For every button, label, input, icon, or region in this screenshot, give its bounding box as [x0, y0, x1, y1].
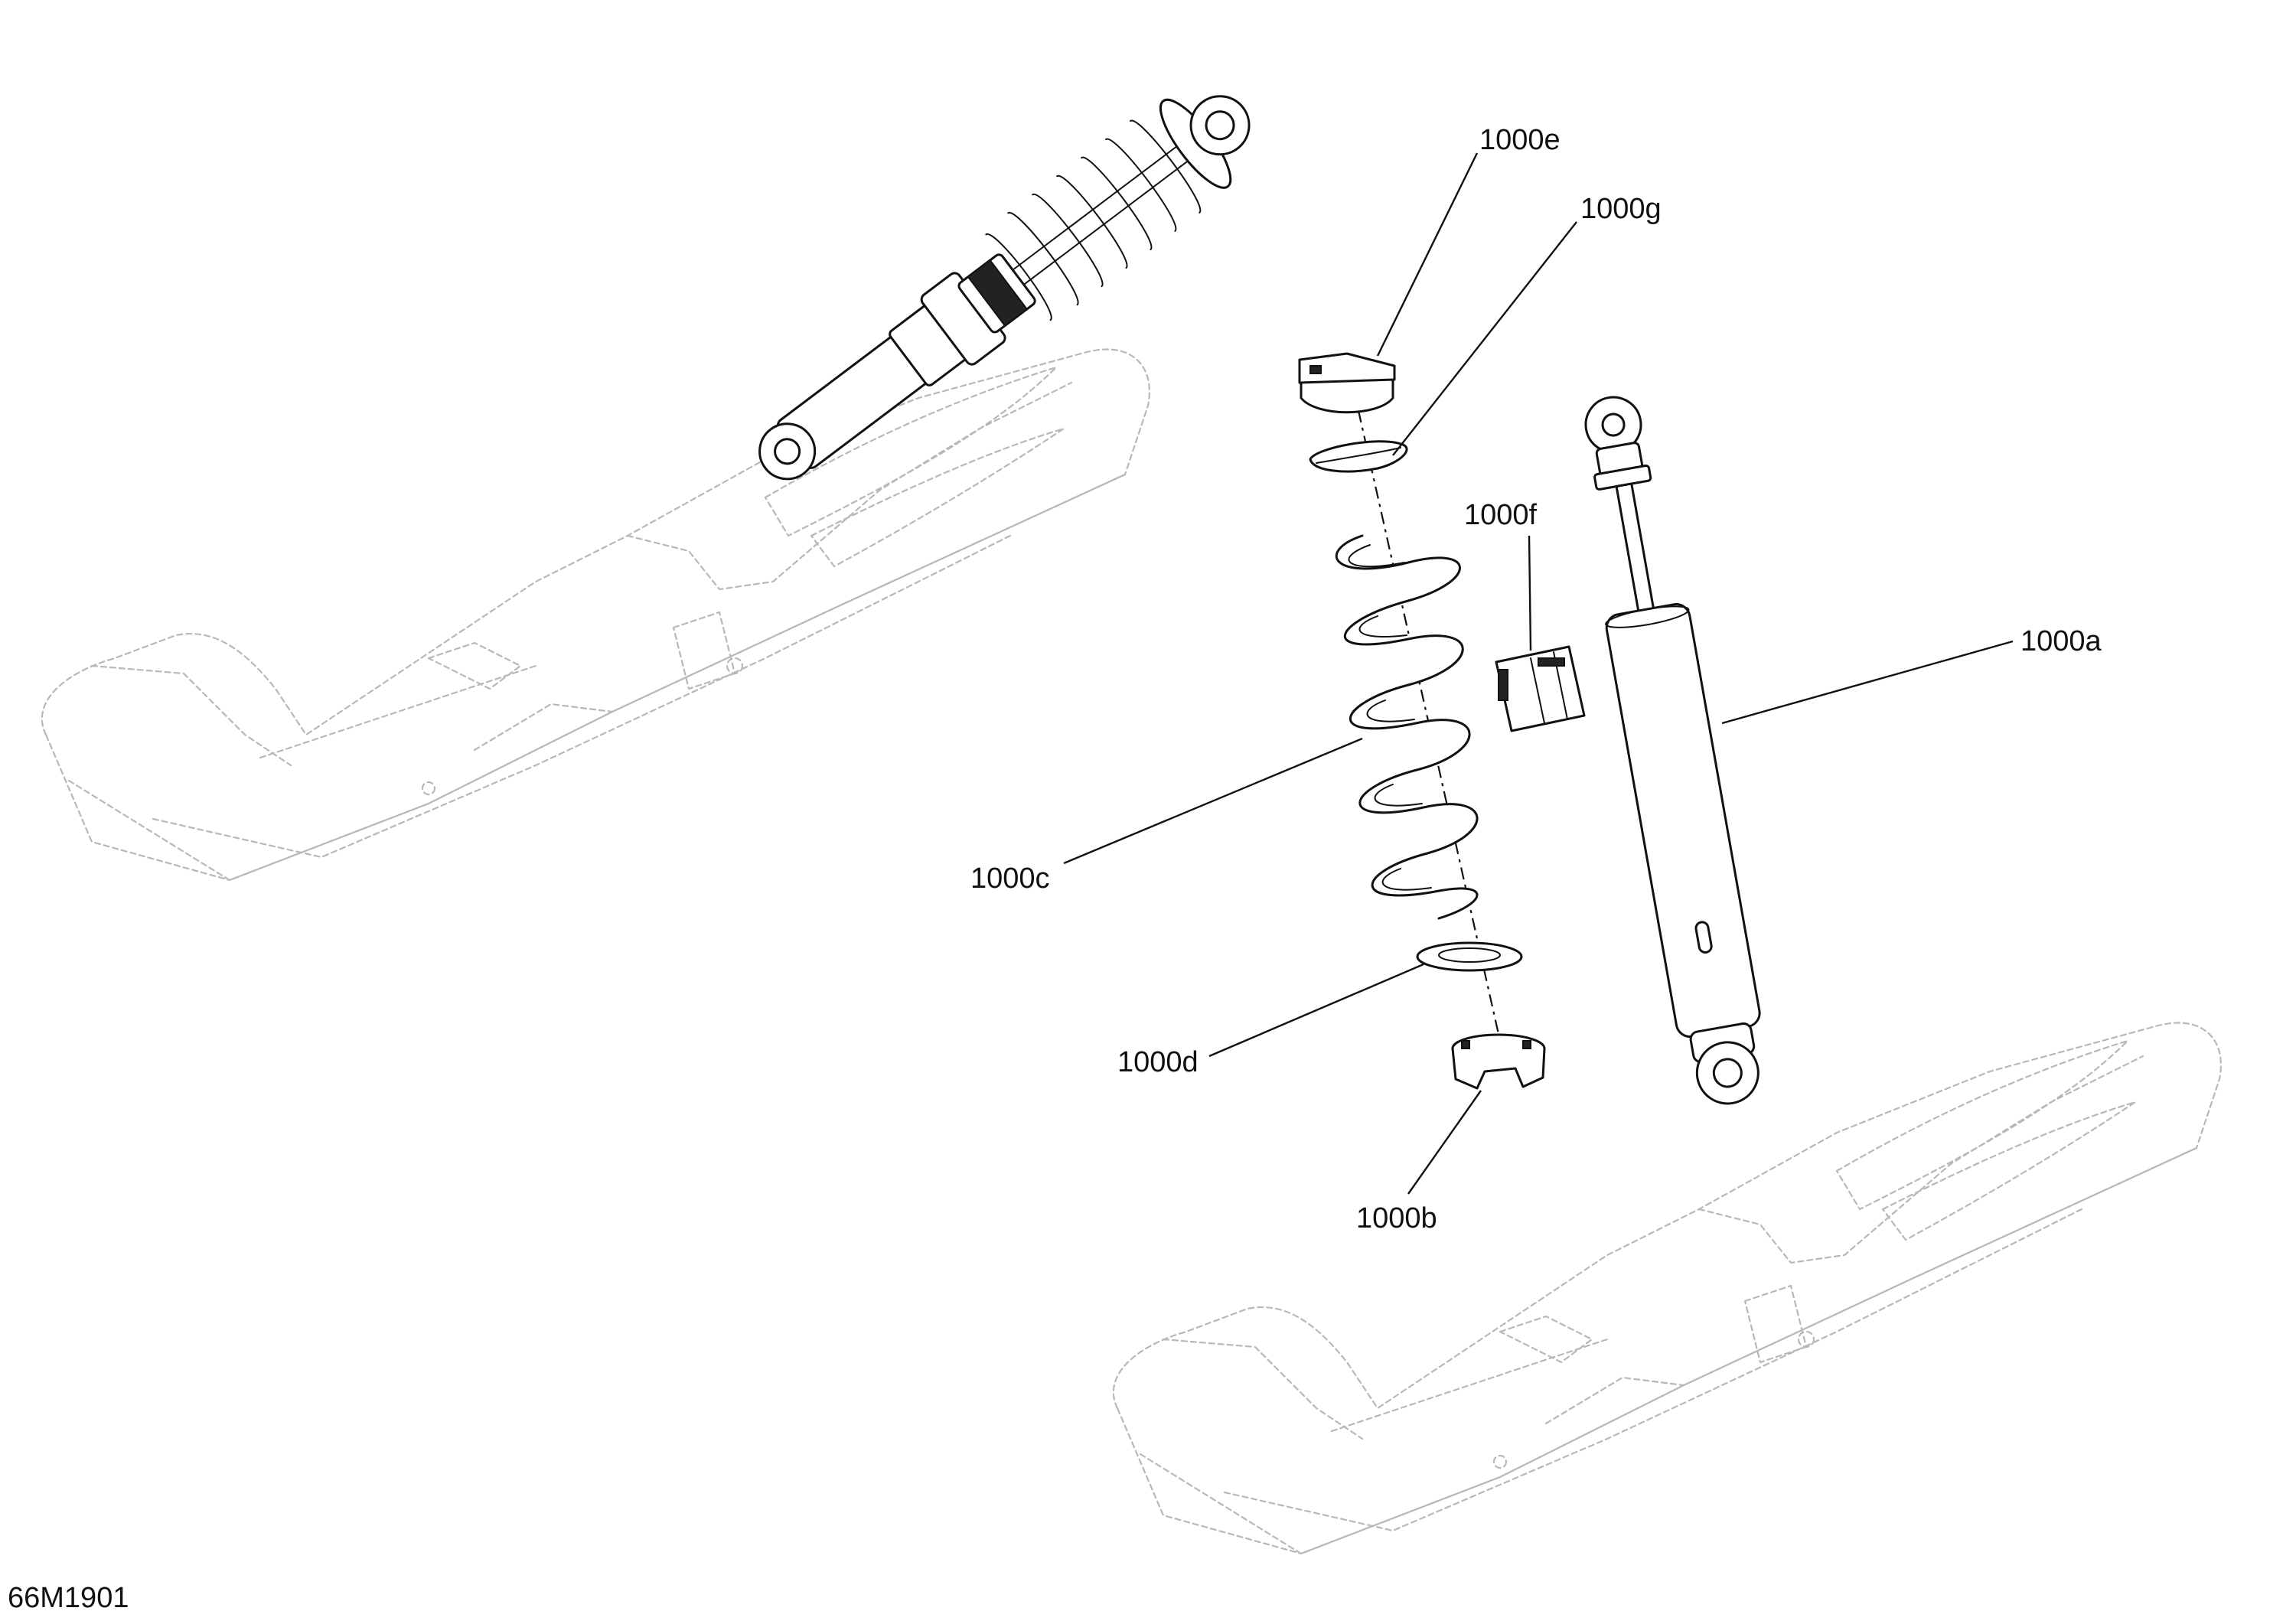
callout-1000d: 1000d: [1117, 1046, 1199, 1078]
leader-1000e: [1376, 152, 1479, 357]
lower-spring-seat: [1451, 1033, 1546, 1090]
leader-1000g: [1392, 221, 1577, 456]
assembled-shock-absorber: [758, 95, 1251, 481]
leader-1000f: [1528, 535, 1532, 651]
upper-spring-seat: [1298, 352, 1396, 414]
leader-1000b: [1407, 1090, 1482, 1195]
leader-1000c: [1063, 737, 1363, 865]
damper-body: [1584, 396, 1761, 1105]
leader-1000a: [1721, 640, 2014, 725]
leader-lines: [1063, 152, 2014, 1195]
callout-1000f: 1000f: [1464, 499, 1538, 531]
left-ski-ghost: [41, 348, 1150, 882]
shock-sleeve: [1495, 645, 1586, 732]
assembly-axis: [1345, 359, 1502, 1042]
upper-washer: [1309, 440, 1408, 473]
callout-1000a: 1000a: [2020, 625, 2102, 657]
callout-1000b: 1000b: [1356, 1202, 1437, 1234]
right-ski-ghost: [1112, 1022, 2222, 1555]
callout-1000e: 1000e: [1479, 124, 1561, 156]
figure-code: 66M1901: [8, 1582, 129, 1614]
callout-1000g: 1000g: [1580, 193, 1662, 225]
coil-spring: [1335, 534, 1479, 920]
leader-1000d: [1208, 963, 1424, 1058]
callout-1000c: 1000c: [970, 863, 1050, 895]
lower-washer: [1416, 941, 1523, 972]
